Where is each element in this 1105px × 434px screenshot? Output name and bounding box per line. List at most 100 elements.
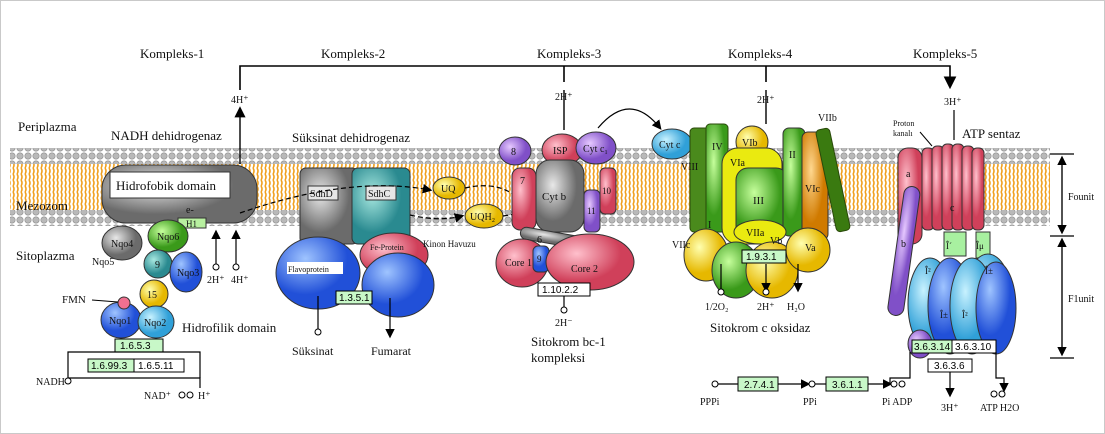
region-mesosome: Mezozom <box>16 198 68 213</box>
iii-label: III <box>753 195 764 207</box>
ec-3.6.1.1-label: 3.6.1.1 <box>832 380 863 391</box>
ec-1.10.2.2-label: 1.10.2.2 <box>542 285 579 296</box>
ec-3.6.3.10-label: 3.6.3.10 <box>955 342 992 353</box>
ec-2.7.4.1-label: 2.7.4.1 <box>744 380 775 391</box>
vib-label: VIb <box>742 138 758 149</box>
flavoprotein-label: Flavoprotein <box>288 265 329 274</box>
complex5-proton-out: 3H⁺ <box>944 97 962 108</box>
ec-1.6.5.11-label: 1.6.5.11 <box>138 361 174 372</box>
subunit-15-label: 15 <box>147 290 157 301</box>
complex3-name-2: kompleksi <box>531 350 586 365</box>
fo-unit-label: Founit <box>1068 192 1094 203</box>
unit-brackets <box>1050 154 1074 358</box>
viii-label: VIII <box>681 162 698 173</box>
vic-label: VIc <box>805 184 821 195</box>
complex2-label: Kompleks-2 <box>321 46 385 61</box>
complex3-name-1: Sitokrom bc-1 <box>531 334 606 349</box>
succinate-label: Süksinat <box>292 344 334 358</box>
b-label: b <box>901 239 906 250</box>
subunit-7-label: 7 <box>520 176 525 187</box>
complex1-name: NADH dehidrogenaz <box>111 128 222 143</box>
h2o-label: H₂O <box>787 302 805 313</box>
subunit-8-label: 8 <box>511 147 516 158</box>
nqo6-label: Nqo6 <box>157 232 179 243</box>
alpha-right-label: Î± <box>985 266 993 276</box>
pppi-label: PPPi <box>700 397 720 408</box>
viia-label: VIIa <box>746 228 765 239</box>
ec-3.6.3.6-label: 3.6.3.6 <box>934 361 965 372</box>
uqh2-label: UQH₂ <box>470 212 495 223</box>
atp-synthase-name: ATP sentaz <box>962 126 1021 141</box>
complex4-proton-in: 2H⁺ <box>757 302 775 313</box>
electron-label: e- <box>186 205 194 216</box>
cyt-c1-label: Cyt c₁ <box>583 144 608 155</box>
beta-left-label: Î² <box>925 266 931 276</box>
mu-label: Îμ <box>976 241 984 251</box>
proton-connector <box>240 66 950 90</box>
pi-adp-label: Pi ADP <box>882 397 913 408</box>
complex5-proton-in: 3H⁺ <box>941 403 959 414</box>
core-1-label: Core 1 <box>505 258 532 269</box>
subunit-9c-label: 9 <box>537 254 542 264</box>
fe-protein-label: Fe-Protein <box>370 243 404 252</box>
nqo3-label: Nqo3 <box>177 268 199 279</box>
nadh-label: NADH <box>36 377 65 388</box>
sdhd-subunit <box>300 168 358 244</box>
isp-label: ISP <box>553 146 568 157</box>
ec-1.3.5.1-label: 1.3.5.1 <box>339 293 370 304</box>
nqo5-label: Nqo5 <box>92 257 114 268</box>
ec-1.6.5.3-label: 1.6.5.3 <box>120 341 151 352</box>
h-plus-label: H⁺ <box>198 391 211 402</box>
subunit-11-label: 11 <box>587 206 596 216</box>
core-2-label: Core 2 <box>571 264 598 275</box>
c-label: c <box>950 203 955 214</box>
va-label: Va <box>805 243 816 254</box>
complex3-proton-out: 2H⁺ <box>555 92 573 103</box>
core-2-subunit <box>546 234 634 290</box>
complex2-name: Süksinat dehidrogenaz <box>292 130 410 145</box>
iv-label: IV <box>712 142 723 153</box>
f1-unit-label: F1unit <box>1068 294 1094 305</box>
region-cytoplasm: Sitoplazma <box>16 248 75 263</box>
nad-label: NAD⁺ <box>144 391 171 402</box>
complex-3: 2H⁺ 8 ISP Cyt c₁ 7 Cyt b 11 10 6 Core 1 … <box>496 90 660 365</box>
proton-in-a-marker <box>213 264 219 270</box>
complex5-label: Kompleks-5 <box>913 46 977 61</box>
nqo2-label: Nqo2 <box>144 318 166 329</box>
viib-label: VIIb <box>818 113 837 124</box>
ec-1.9.3.1-label: 1.9.3.1 <box>746 252 777 263</box>
atp-h2o-label: ATP H2O <box>980 403 1019 414</box>
ec-1.6.99.3-label: 1.6.99.3 <box>91 361 128 372</box>
delta-label: Î´ <box>946 241 952 251</box>
complex1-label: Kompleks-1 <box>140 46 204 61</box>
via-label: VIa <box>730 158 746 169</box>
complex4-name: Sitokrom c oksidaz <box>710 320 811 335</box>
nqo4-label: Nqo4 <box>111 239 133 250</box>
o2-label: 1/2O₂ <box>705 302 729 313</box>
nqo1-label: Nqo1 <box>109 316 131 327</box>
ppi-label: PPi <box>803 397 817 408</box>
ec-3.6.3.14-label: 3.6.3.14 <box>914 342 951 353</box>
complex3-proton-in: 2H⁻ <box>555 318 573 329</box>
viic-label: VIIc <box>672 240 691 251</box>
subunit-10-label: 10 <box>602 186 612 196</box>
sdhc-subunit <box>352 168 410 244</box>
c-ring <box>922 144 984 230</box>
hydrophobic-domain-label: Hidrofobik domain <box>116 178 217 193</box>
subunit-9-label: 9 <box>155 260 160 271</box>
uq-label: UQ <box>441 184 456 195</box>
complex-4: 2H⁺ VIIb IV VIII VIb VIa III II VIc I VI… <box>672 90 851 335</box>
complex4-label: Kompleks-4 <box>728 46 793 61</box>
hydrophilic-domain-label: Hidrofilik domain <box>182 320 277 335</box>
complex1-proton-in-a: 2H⁺ <box>207 275 225 286</box>
sdhc-label: SdhC <box>368 189 391 200</box>
a-label: a <box>906 169 911 180</box>
alpha-left-label: Î± <box>940 310 948 320</box>
vb-label: Vb <box>770 236 782 247</box>
complex4-proton-out: 2H⁺ <box>757 95 775 106</box>
region-periplasm: Periplazma <box>18 119 77 134</box>
fmn-label: FMN <box>62 294 86 306</box>
proton-channel-label-1: Proton <box>893 119 914 128</box>
complex1-proton-out: 4H⁺ <box>231 95 249 106</box>
